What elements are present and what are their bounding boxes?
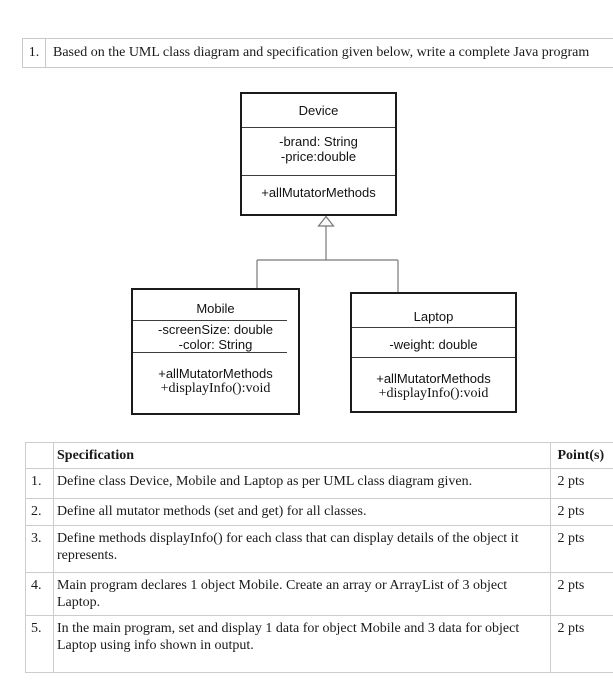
class-method: +displayInfo():void [160, 381, 271, 396]
uml-class-mobile: Mobile -screenSize: double -color: Strin… [131, 288, 300, 415]
methods-compartment: +allMutatorMethods [242, 176, 395, 214]
spec-cell: In the main program, set and display 1 d… [53, 615, 551, 673]
class-method: +allMutatorMethods [158, 366, 273, 381]
spec-cell: Define all mutator methods (set and get)… [53, 498, 551, 526]
spec-table-header-row: Specification Point(s) [25, 442, 613, 469]
methods-compartment: +allMutatorMethods +displayInfo():void [133, 353, 298, 413]
compartment-divider [242, 175, 395, 176]
class-title: Laptop [413, 309, 454, 324]
points-cell: 2 pts [549, 498, 613, 526]
row-number-cell: 4. [25, 572, 54, 616]
compartment-divider [133, 352, 287, 353]
uml-class-laptop: Laptop -weight: double +allMutatorMethod… [350, 292, 517, 413]
class-attribute: -color: String [178, 337, 253, 352]
header-number-cell [25, 442, 54, 469]
attributes-compartment: -weight: double [352, 328, 515, 357]
methods-compartment: +allMutatorMethods +displayInfo():void [352, 358, 515, 411]
compartment-divider [133, 320, 287, 321]
class-attribute: -screenSize: double [158, 322, 273, 337]
points-cell: 2 pts [549, 572, 613, 616]
points-cell: 2 pts [549, 468, 613, 499]
table-row: 5. In the main program, set and display … [25, 615, 613, 673]
row-number-cell: 2. [25, 498, 54, 526]
question-number: 1. [23, 39, 46, 67]
spec-cell: Define methods displayInfo() for each cl… [53, 525, 551, 573]
attributes-compartment: -screenSize: double -color: String [133, 321, 298, 352]
class-title: Device [298, 103, 339, 118]
question-row: 1. Based on the UML class diagram and sp… [22, 38, 613, 68]
table-row: 3. Define methods displayInfo() for each… [25, 525, 613, 573]
class-method: +allMutatorMethods [376, 371, 491, 386]
row-number-cell: 5. [25, 615, 54, 673]
class-title: Mobile [196, 301, 235, 316]
spec-table: Specification Point(s) 1. Define class D… [25, 442, 613, 673]
points-cell: 2 pts [549, 525, 613, 573]
row-number-cell: 3. [25, 525, 54, 573]
attributes-compartment: -brand: String -price:double [242, 128, 395, 175]
class-attribute: -weight: double [389, 337, 478, 352]
header-specification: Specification [53, 442, 551, 469]
points-cell: 2 pts [549, 615, 613, 673]
table-row: 1. Define class Device, Mobile and Lapto… [25, 468, 613, 499]
table-row: 4. Main program declares 1 object Mobile… [25, 572, 613, 616]
class-method: +allMutatorMethods [261, 185, 376, 200]
compartment-divider [242, 127, 395, 128]
question-text: Based on the UML class diagram and speci… [53, 45, 590, 60]
header-points: Point(s) [549, 442, 613, 469]
row-number-cell: 1. [25, 468, 54, 499]
table-row: 2. Define all mutator methods (set and g… [25, 498, 613, 526]
class-attribute: -price:double [280, 149, 357, 164]
class-attribute: -brand: String [279, 134, 358, 149]
compartment-divider [352, 327, 515, 328]
class-method: +displayInfo():void [378, 386, 489, 401]
compartment-divider [352, 357, 515, 358]
inheritance-arrow-icon [317, 215, 335, 227]
uml-class-device: Device -brand: String -price:double +all… [240, 92, 397, 216]
spec-cell: Main program declares 1 object Mobile. C… [53, 572, 551, 616]
spec-cell: Define class Device, Mobile and Laptop a… [53, 468, 551, 499]
